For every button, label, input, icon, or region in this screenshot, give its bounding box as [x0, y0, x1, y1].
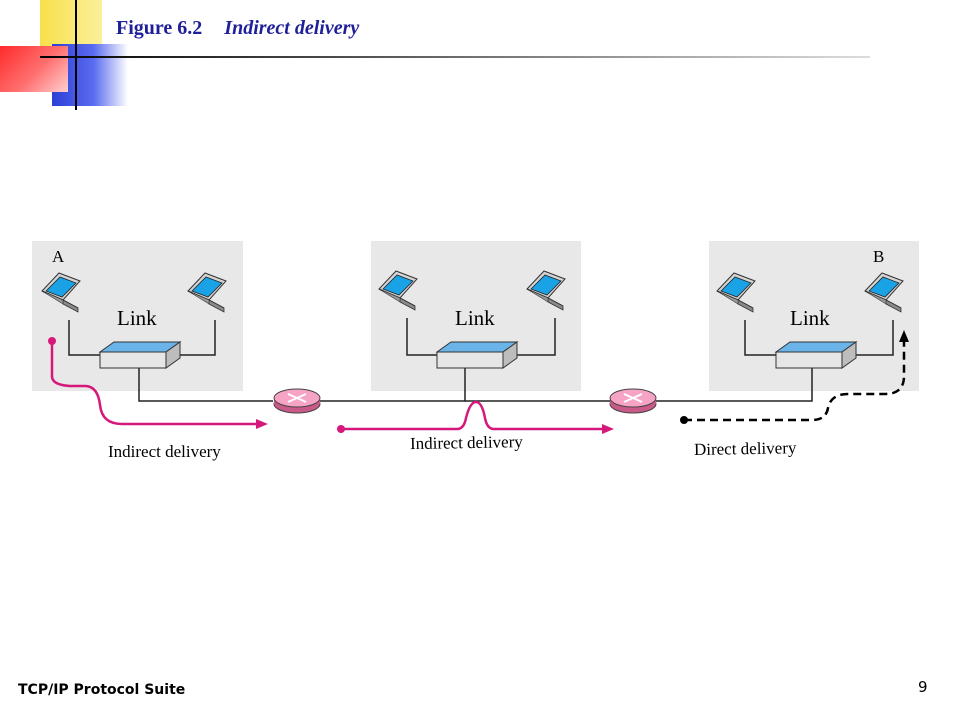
indirect-delivery-path-2: [337, 400, 614, 434]
slide-title: Figure 6.2 Indirect delivery: [116, 17, 359, 40]
host-label-a: A: [52, 247, 65, 266]
indirect-delivery-path-1: [48, 337, 268, 429]
direct-delivery-path: [680, 330, 909, 424]
figure-number: Figure 6.2: [116, 17, 203, 39]
footer-course-title: TCP/IP Protocol Suite: [18, 682, 186, 698]
delivery-label-2: Indirect delivery: [410, 432, 524, 453]
router-icon: [273, 388, 321, 414]
figure-caption: Indirect delivery: [224, 17, 360, 39]
link-label-1: Link: [117, 306, 157, 330]
page-number: 9: [918, 678, 928, 696]
title-decoration-vertical-rule: [75, 0, 77, 110]
title-underline: [40, 56, 870, 58]
switch-icon: [436, 341, 518, 369]
network-wiring: [68, 318, 894, 402]
title-decoration-red: [0, 46, 68, 92]
link-label-2: Link: [455, 306, 495, 330]
switch-icon: [775, 341, 857, 369]
host-label-b: B: [873, 247, 884, 266]
delivery-label-1: Indirect delivery: [108, 442, 221, 461]
delivery-label-3: Direct delivery: [694, 438, 797, 459]
link-label-3: Link: [790, 306, 830, 330]
router-icon: [609, 388, 657, 414]
switch-icon: [99, 341, 181, 369]
